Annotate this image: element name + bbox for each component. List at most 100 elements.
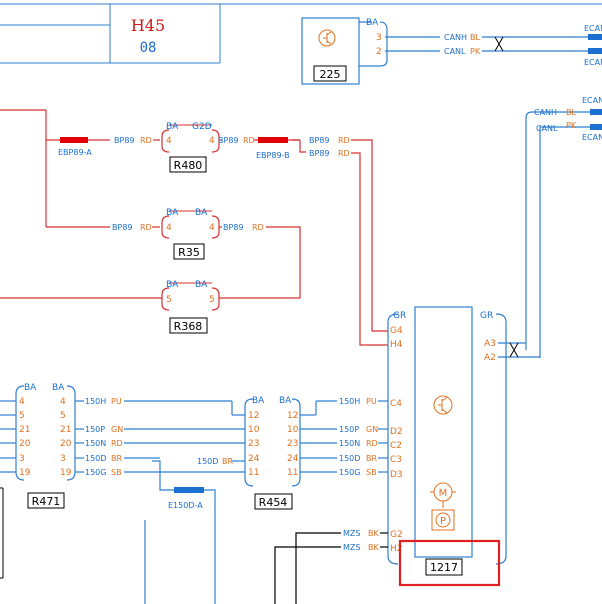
r454-left-pin: 24 (248, 454, 260, 464)
connector-r471: BA BA R471 (0, 383, 76, 579)
svg-text:BA: BA (195, 280, 208, 290)
svg-text:4: 4 (166, 136, 172, 146)
svg-text:150D: 150D (197, 457, 218, 466)
svg-text:RD: RD (338, 136, 350, 145)
svg-text:CANL: CANL (536, 124, 558, 133)
svg-text:BA: BA (24, 383, 37, 393)
svg-text:A2: A2 (484, 353, 496, 363)
r471-right-pin: 5 (60, 411, 66, 421)
svg-text:BL: BL (470, 33, 480, 42)
r471-left-pin: 20 (19, 439, 31, 449)
svg-text:BL: BL (566, 108, 576, 117)
svg-text:BR: BR (222, 457, 233, 466)
svg-text:BA: BA (366, 18, 379, 28)
svg-text:4: 4 (209, 223, 215, 233)
title-code: H45 (131, 16, 165, 35)
svg-text:PK: PK (566, 121, 577, 130)
connector-225-id: 225 (320, 68, 341, 81)
svg-text:BP89: BP89 (309, 149, 330, 158)
svg-text:BA: BA (166, 280, 179, 290)
svg-text:RD: RD (338, 149, 350, 158)
svg-text:BA: BA (195, 208, 208, 218)
wire-color: BR (366, 454, 377, 463)
wire-label: 150H (85, 397, 106, 406)
fuse-ebp89a (60, 137, 88, 143)
r454-id: R454 (259, 496, 288, 509)
transistor-symbol-icon (318, 29, 336, 47)
svg-text:GR: GR (480, 311, 493, 321)
svg-text:BA: BA (279, 396, 292, 406)
r368-id: R368 (174, 320, 203, 333)
park-brake-P-icon (431, 509, 455, 531)
wire-color: GN (111, 425, 123, 434)
svg-text:A3: A3 (484, 339, 496, 349)
r35-id: R35 (178, 246, 200, 259)
svg-text:P: P (440, 516, 446, 527)
svg-text:BP89: BP89 (112, 223, 133, 232)
r454-left-pin: 12 (248, 411, 259, 421)
r454-left-pin: 23 (248, 439, 259, 449)
wire-color: SB (366, 468, 377, 477)
r471-right-pin: 3 (60, 454, 66, 464)
wire-color: RD (111, 439, 123, 448)
svg-text:2: 2 (376, 47, 382, 57)
svg-text:C2: C2 (390, 441, 402, 451)
connector-1217: GR GR G4 H4 A3 A2 C4 D2 C2 C3 D3 G2 H2 M… (387, 306, 540, 587)
fuse-ebp89a-label: EBP89-A (58, 148, 92, 157)
connector-1217-id: 1217 (430, 561, 458, 574)
svg-text:ECAN: ECAN (582, 133, 602, 142)
svg-text:5: 5 (166, 295, 172, 305)
svg-text:BP89: BP89 (218, 136, 239, 145)
svg-text:H2: H2 (390, 544, 403, 554)
svg-text:ECAN: ECAN (582, 96, 602, 105)
svg-text:BP89: BP89 (114, 136, 135, 145)
r454-right-pin: 23 (287, 439, 298, 449)
svg-text:G2: G2 (390, 530, 403, 540)
twisted-pair-icon-2 (509, 342, 519, 358)
svg-text:D2: D2 (390, 427, 403, 437)
wire-color: SB (111, 468, 122, 477)
title-block: H45 08 (0, 3, 602, 64)
fuse-ebp89b (258, 137, 288, 143)
r471-right-pin: 21 (60, 425, 71, 435)
wire-label: 150N (339, 439, 360, 448)
svg-text:3: 3 (376, 33, 382, 43)
svg-text:RD: RD (140, 223, 152, 232)
svg-text:BA: BA (252, 396, 265, 406)
r471-id: R471 (32, 495, 61, 508)
wire-label: 150N (85, 439, 106, 448)
r471-right-pin: 19 (60, 468, 72, 478)
svg-text:MZS: MZS (343, 529, 360, 538)
svg-text:CANH: CANH (444, 33, 467, 42)
svg-text:4: 4 (166, 223, 172, 233)
r454-right-pin: 24 (287, 454, 299, 464)
wire-color: BR (111, 454, 122, 463)
svg-text:BK: BK (368, 543, 379, 552)
r471-right-pin: 4 (60, 397, 66, 407)
svg-text:BA: BA (166, 122, 179, 132)
r454-right-pin: 12 (287, 411, 298, 421)
svg-text:D3: D3 (390, 470, 403, 480)
svg-text:ECAN: ECAN (584, 24, 602, 33)
transistor-symbol-icon-2 (433, 395, 453, 415)
svg-text:4: 4 (209, 136, 215, 146)
svg-text:RD: RD (243, 136, 255, 145)
fuse-e150d: E150D-A 150D BR (144, 457, 245, 604)
r471-left-pin: 5 (19, 411, 25, 421)
svg-text:G4: G4 (390, 326, 403, 336)
r454-right-pin: 10 (287, 425, 299, 435)
svg-text:BA: BA (166, 208, 179, 218)
wire-label: 150G (339, 468, 360, 477)
wire-label: 150D (339, 454, 360, 463)
right-can-bus: CANH BL CANL PK ECAN ECAN (525, 96, 602, 358)
svg-text:RD: RD (252, 223, 264, 232)
svg-text:ECAN: ECAN (584, 58, 602, 67)
wire-color: GN (366, 425, 378, 434)
r471-right-pin: 20 (60, 439, 72, 449)
svg-text:C4: C4 (390, 399, 402, 409)
fuse-e150d-label: E150D-A (168, 501, 203, 510)
wire-label: 150P (85, 425, 105, 434)
svg-text:G2D: G2D (192, 122, 212, 132)
